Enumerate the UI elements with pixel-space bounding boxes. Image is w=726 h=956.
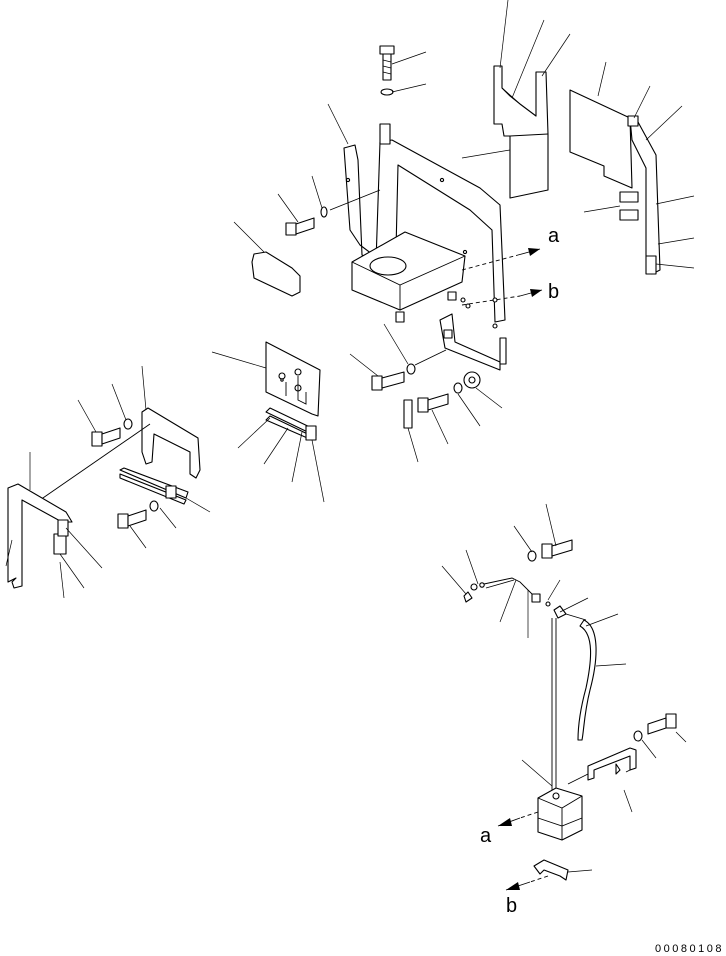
left-strap-bar [119,467,189,505]
arrow-a-upper [517,248,541,256]
arrow-a-lower [497,817,521,827]
callout-label-b-upper: b [548,281,559,303]
main-bracket-assembly [343,45,543,371]
center-bolt-group [371,349,481,429]
arrow-b-lower [505,875,549,891]
callout-label-a-lower: a [480,825,492,847]
callout-label-a-upper: a [548,225,560,247]
vertical-strut-bracket [493,65,549,199]
lower-bolt-top [527,539,573,562]
top-washer [380,88,394,96]
leader-lines [5,0,695,873]
drawing-number: 00080108 [655,943,724,955]
lower-bolt-right [633,713,677,742]
side-bolt-left-upper [285,189,381,236]
top-vertical-bolt [379,45,395,81]
side-cover-plate [569,89,661,275]
callout-label-b-lower: b [506,895,517,917]
electrical-module [519,787,583,841]
arrow-b-upper [519,289,543,297]
cable-assembly [463,577,597,790]
left-bolt-lower [117,500,159,529]
left-mounting-bracket [39,407,201,501]
left-bolt-upper [91,418,133,447]
bracket-foot [351,231,466,311]
lower-clamp-bracket [567,747,637,785]
mounting-plate [265,341,321,417]
slotted-bar [265,407,317,441]
u-bracket [7,483,73,589]
small-clip-bracket [533,859,569,881]
rubber-pad [251,251,301,297]
